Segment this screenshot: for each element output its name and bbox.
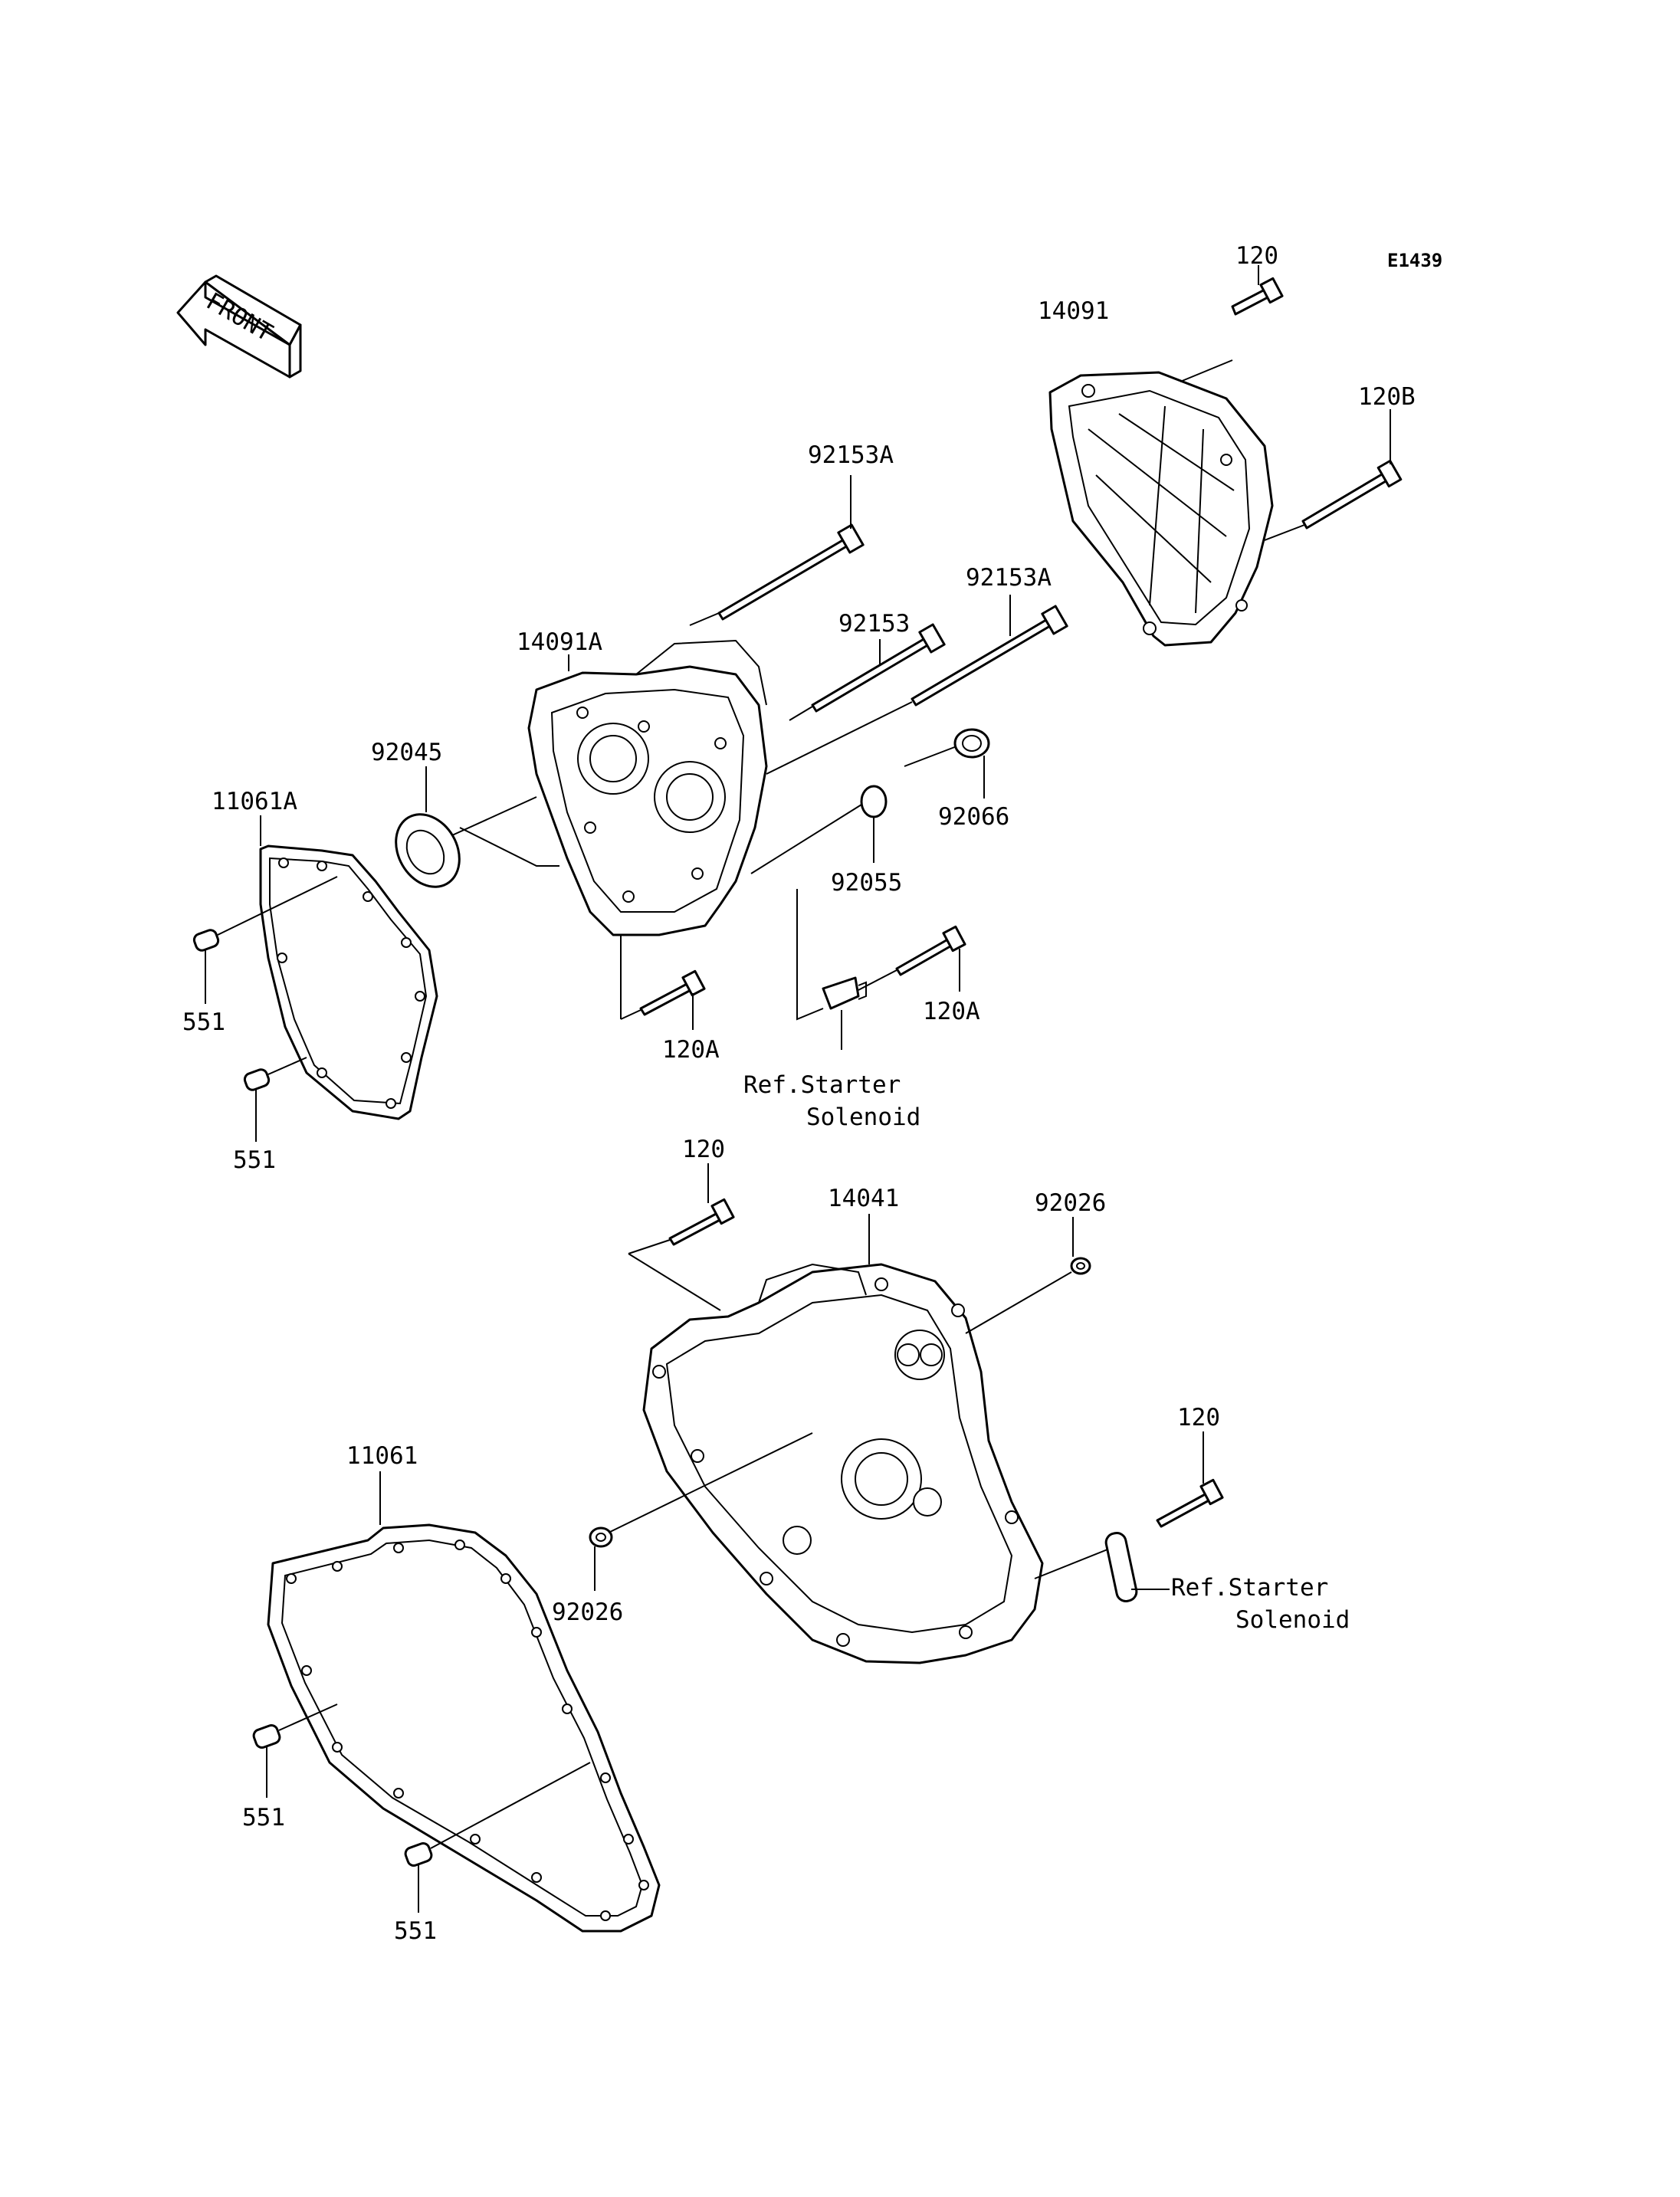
label-92153A-a: 92153A [808, 441, 894, 469]
front-arrow-icon: FRONT [176, 274, 302, 379]
bolt-92153A-b [911, 605, 1068, 707]
bolt-120-mid [668, 1198, 735, 1246]
bolt-120A-b [895, 925, 966, 976]
bolt-120B [1301, 459, 1403, 530]
label-ref-starter-b-line2: Solenoid [1235, 1606, 1350, 1634]
label-120-top: 120 [1235, 242, 1278, 270]
label-120-mid: 120 [682, 1136, 725, 1163]
starter-clip-a [822, 976, 867, 1010]
dowel-551-a [192, 929, 220, 952]
label-ref-starter-a-line2: Solenoid [806, 1103, 920, 1131]
gasket-11061A [259, 844, 438, 1120]
cover-14041 [642, 1263, 1044, 1664]
label-551-a: 551 [182, 1008, 225, 1036]
dowel-551-c [252, 1724, 281, 1749]
label-14091: 14091 [1038, 297, 1109, 325]
bolt-92153 [811, 623, 946, 713]
dowel-551-d [404, 1842, 433, 1867]
diagram-code: E1439 [1387, 250, 1442, 271]
label-92026-a: 92026 [1035, 1189, 1106, 1217]
bolt-120-low [1156, 1478, 1224, 1528]
oring-92055 [860, 785, 888, 818]
label-92066: 92066 [938, 803, 1009, 831]
washer-92026-b [589, 1526, 613, 1548]
dowel-551-b [243, 1068, 271, 1091]
label-14041: 14041 [828, 1185, 899, 1212]
seal-92066 [953, 728, 990, 759]
label-11061A: 11061A [212, 788, 297, 815]
starter-clip-b [1104, 1532, 1138, 1602]
label-11061: 11061 [346, 1442, 418, 1470]
label-92153A-b: 92153A [966, 564, 1052, 592]
label-551-d: 551 [394, 1917, 437, 1945]
label-92055: 92055 [831, 869, 902, 897]
cover-14091A [527, 639, 768, 936]
label-120A-b: 120A [923, 998, 980, 1025]
label-ref-starter-b-line1: Ref.Starter [1171, 1574, 1328, 1602]
label-92026-b: 92026 [552, 1599, 623, 1626]
label-ref-starter-a-line1: Ref.Starter [743, 1071, 901, 1099]
cover-14091 [1048, 371, 1274, 647]
label-92045: 92045 [371, 739, 442, 766]
bolt-120A-a [639, 969, 706, 1016]
washer-92026-a [1070, 1257, 1091, 1275]
label-551-b: 551 [233, 1146, 276, 1174]
bearing-92045 [395, 813, 461, 888]
label-92153: 92153 [838, 610, 910, 638]
bolt-92153A-a [717, 523, 865, 621]
label-120A-a: 120A [662, 1036, 720, 1064]
bolt-120-top [1231, 277, 1284, 316]
label-120-low: 120 [1177, 1404, 1220, 1431]
gasket-11061 [267, 1523, 661, 1933]
label-14091A: 14091A [517, 628, 602, 656]
label-120B: 120B [1358, 383, 1416, 411]
label-551-c: 551 [242, 1804, 285, 1831]
